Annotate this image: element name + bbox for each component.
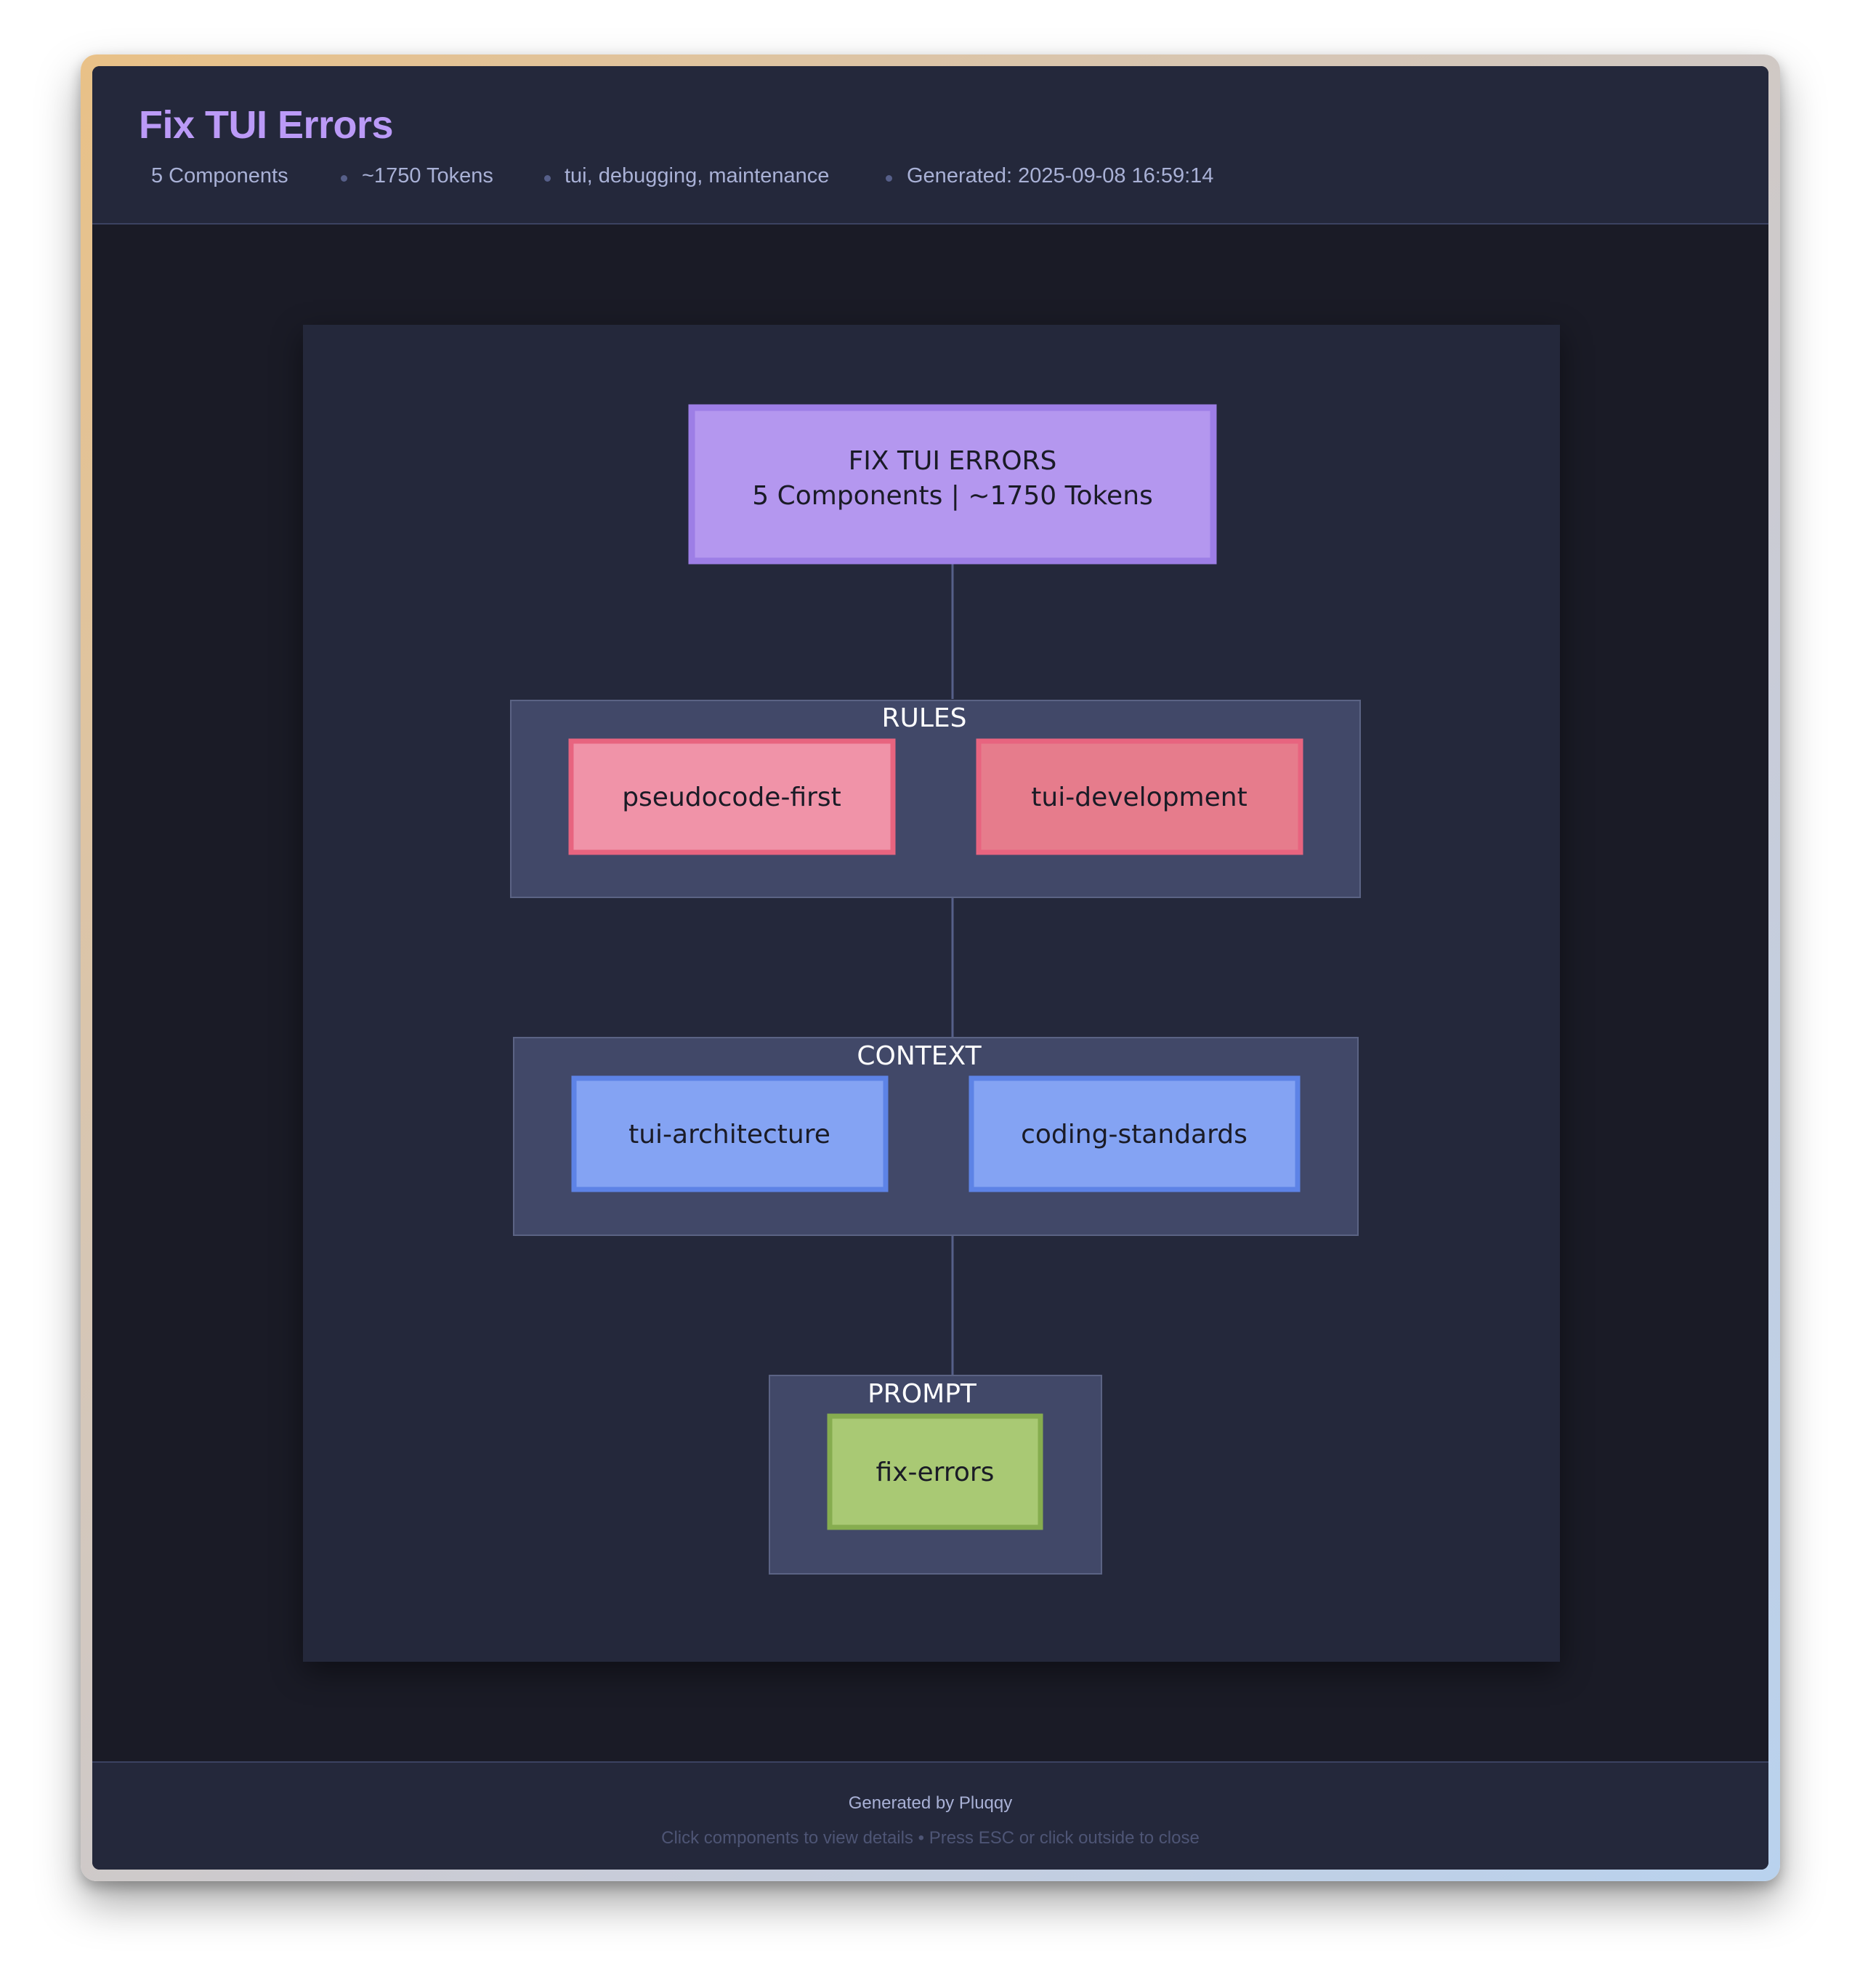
meta-separator-dot [886,175,892,182]
component-label: coding-standards [1021,1120,1248,1149]
component-label: fix-errors [876,1458,995,1487]
meta-separator-dot [544,175,551,182]
component-tui-architecture[interactable]: tui-architecture [571,1075,889,1192]
footer-generated-by: Generated by Pluqqy [848,1793,1013,1813]
page-title: Fix TUI Errors [139,103,394,147]
meta-tokens: ~1750 Tokens [362,164,493,187]
context-group-title: CONTEXT [857,1041,982,1071]
root-node-title: FIX TUI ERRORS [849,446,1057,476]
app-window: Fix TUI Errors 5 Components ~1750 Tokens… [92,66,1768,1870]
component-label: tui-development [1031,783,1247,812]
root-node-box [688,404,1217,565]
footer: Generated by Pluqqy Click components to … [92,1761,1768,1870]
context-group: CONTEXT tui-architecture coding-standard… [513,1037,1359,1236]
component-label: pseudocode-first [622,783,841,812]
component-label: tui-architecture [628,1120,830,1149]
root-node[interactable]: FIX TUI ERRORS 5 Components | ~1750 Toke… [688,404,1217,565]
meta-generated: Generated: 2025-09-08 16:59:14 [907,164,1214,187]
component-coding-standards[interactable]: coding-standards [969,1075,1301,1192]
component-box [969,1075,1301,1192]
rules-group-title: RULES [881,703,966,733]
prompt-group-title: PROMPT [868,1379,977,1409]
meta-tags: tui, debugging, maintenance [565,164,830,187]
meta-components: 5 Components [151,164,288,187]
root-node-subtitle: 5 Components | ~1750 Tokens [752,481,1153,511]
meta-bar: 5 Components ~1750 Tokens tui, debugging… [92,164,1768,193]
component-box [976,738,1303,855]
component-tui-development[interactable]: tui-development [976,738,1303,855]
component-pseudocode-first[interactable]: pseudocode-first [568,738,896,855]
prompt-group: PROMPT fix-errors [769,1375,1102,1575]
footer-hint: Click components to view details • Press… [661,1828,1200,1848]
diagram-canvas: FIX TUI ERRORS 5 Components | ~1750 Toke… [303,325,1560,1662]
rules-group: RULES pseudocode-first tui-development [510,700,1361,898]
meta-separator-dot [341,175,347,182]
component-fix-errors[interactable]: fix-errors [827,1413,1043,1530]
component-box [568,738,896,855]
diagram: FIX TUI ERRORS 5 Components | ~1750 Toke… [510,404,1361,1575]
header: Fix TUI Errors 5 Components ~1750 Tokens… [92,66,1768,225]
component-box [571,1075,889,1192]
component-box [827,1413,1043,1530]
